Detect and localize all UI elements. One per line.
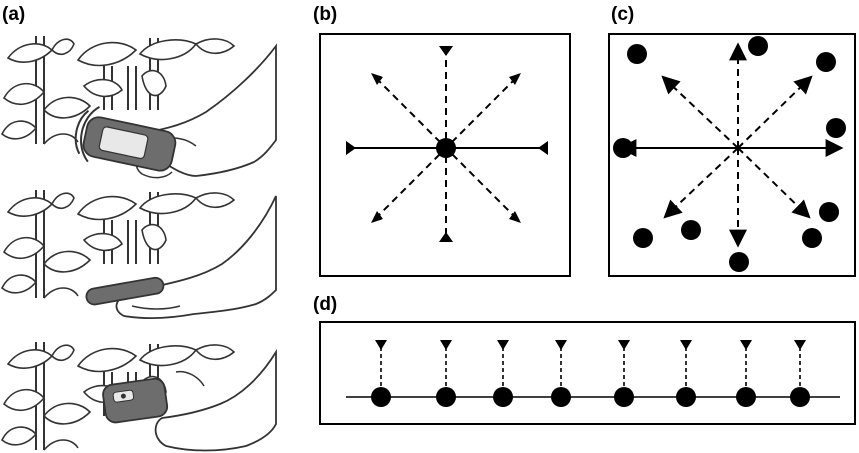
triangle-marker-icon [538, 141, 548, 155]
panel-b: (b) [313, 4, 571, 277]
sample-point [816, 52, 836, 72]
sample-point [371, 387, 391, 407]
sample-point [627, 44, 647, 64]
triangle-marker-icon [497, 340, 509, 350]
sample-point [551, 387, 571, 407]
sample-point [633, 228, 653, 248]
sample-point [676, 387, 696, 407]
triangle-marker-icon [740, 340, 752, 350]
hand-icon [115, 195, 277, 320]
panel-d-label: (d) [313, 294, 337, 315]
handheld-sensor-icon [74, 106, 177, 172]
triangle-marker-icon [618, 340, 630, 350]
triangle-marker-icon [439, 232, 453, 242]
triangle-marker-icon [346, 141, 356, 155]
triangle-marker-icon [371, 211, 383, 223]
panel-a-label: (a) [2, 4, 25, 25]
sample-point [681, 220, 701, 240]
panel-c-label: (c) [611, 4, 634, 25]
dashed-arrow [737, 75, 813, 149]
triangle-marker-icon [440, 340, 452, 350]
handheld-sensor-icon [85, 276, 165, 306]
transect-points [371, 340, 810, 407]
panel-d: (d) [313, 294, 856, 425]
triangle-marker-icon [680, 340, 692, 350]
sample-point [729, 252, 749, 272]
triangle-marker-icon [555, 340, 567, 350]
sample-point [493, 387, 513, 407]
center-sample-point [436, 138, 456, 158]
triangle-marker-icon [375, 340, 387, 350]
hand-icon [154, 348, 277, 452]
panel-c: (c) [608, 4, 856, 277]
panel-d-frame [319, 321, 856, 425]
dashed-arrow [661, 75, 739, 149]
dashed-arrow [663, 147, 739, 219]
sample-point [790, 387, 810, 407]
panel-a: (a) [1, 4, 277, 452]
sample-point [802, 228, 822, 248]
sample-point [614, 387, 634, 407]
triangle-marker-icon [371, 73, 383, 85]
triangle-marker-icon [509, 211, 521, 223]
panel-b-label: (b) [313, 4, 337, 25]
sample-point [613, 138, 633, 158]
sample-point [748, 36, 768, 56]
sample-point [736, 387, 756, 407]
sample-point [819, 202, 839, 222]
sample-point [436, 387, 456, 407]
triangle-marker-icon [794, 340, 806, 350]
triangle-marker-icon [439, 46, 453, 56]
handheld-sensor-icon [102, 377, 169, 424]
dashed-arrow [737, 147, 811, 219]
sample-point [826, 118, 846, 138]
triangle-marker-icon [509, 73, 521, 85]
